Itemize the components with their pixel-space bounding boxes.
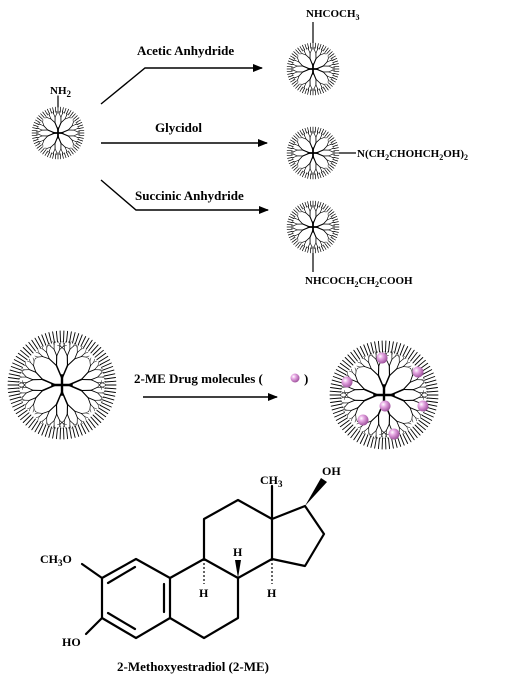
methoxy-label: CH3O	[40, 552, 72, 568]
oh-wedge	[305, 478, 327, 506]
dendrimer-succinylated	[286, 200, 340, 254]
empty-dendrimer	[7, 330, 117, 440]
product-succinylated-label: NHCOCH2CH2COOH	[305, 275, 413, 289]
drug-molecule	[412, 366, 424, 378]
drug-loading-label-close: )	[304, 371, 308, 386]
product-acetylated: NHCOCH3	[286, 8, 360, 96]
arrow-acetylation	[100, 64, 263, 105]
methyl-label: CH3	[260, 473, 283, 489]
hydroxyl-bottom-label: HO	[62, 635, 81, 649]
drug-molecule	[379, 400, 391, 412]
product-glycidol: N(CH2CHOHCH2OH)2	[286, 126, 468, 180]
structure-caption: 2-Methoxyestradiol (2-ME)	[117, 659, 269, 674]
hydroxyl-top-label: OH	[322, 464, 341, 478]
amine-label: NH2	[50, 85, 72, 99]
drug-molecule	[357, 414, 369, 426]
stereo-h-2: H	[233, 545, 243, 559]
stereo-h-3: H	[267, 586, 277, 600]
encapsulated-drugs	[341, 352, 429, 440]
reagent-glycidol: Glycidol	[155, 120, 202, 135]
arrow-succinylation	[100, 179, 269, 214]
drug-molecule-icon	[290, 373, 300, 383]
phenol-bond	[84, 616, 104, 636]
stereo-h-1: H	[199, 586, 209, 600]
ring-b	[168, 557, 240, 640]
reagent-succinic-anhydride: Succinic Anhydride	[135, 188, 244, 203]
reaction-arrows	[100, 64, 269, 214]
ring-d	[270, 504, 326, 568]
drug-molecule	[388, 428, 400, 440]
starting-dendrimer	[31, 106, 85, 160]
drug-loaded-dendrimer-group	[329, 340, 439, 450]
product-succinylated: NHCOCH2CH2COOH	[286, 200, 413, 289]
drug-molecule	[341, 376, 353, 388]
methoxy-bond	[80, 562, 104, 580]
reagent-acetic-anhydride: Acetic Anhydride	[137, 43, 234, 58]
starting-dendrimer-group: NH2	[31, 85, 85, 160]
ring-c	[202, 498, 274, 580]
h-wedge-2	[235, 560, 241, 578]
dendrimer-acetylated	[286, 42, 340, 96]
product-acetylated-label: NHCOCH3	[306, 8, 360, 22]
dendrimer-glycidol	[286, 126, 340, 180]
methoxyestradiol-structure	[80, 478, 327, 640]
drug-loading-label: 2-ME Drug molecules (	[134, 371, 263, 386]
product-glycidol-label: N(CH2CHOHCH2OH)2	[357, 148, 468, 162]
drug-molecule	[417, 400, 429, 412]
ring-a	[100, 557, 172, 640]
drug-molecule	[376, 352, 388, 364]
